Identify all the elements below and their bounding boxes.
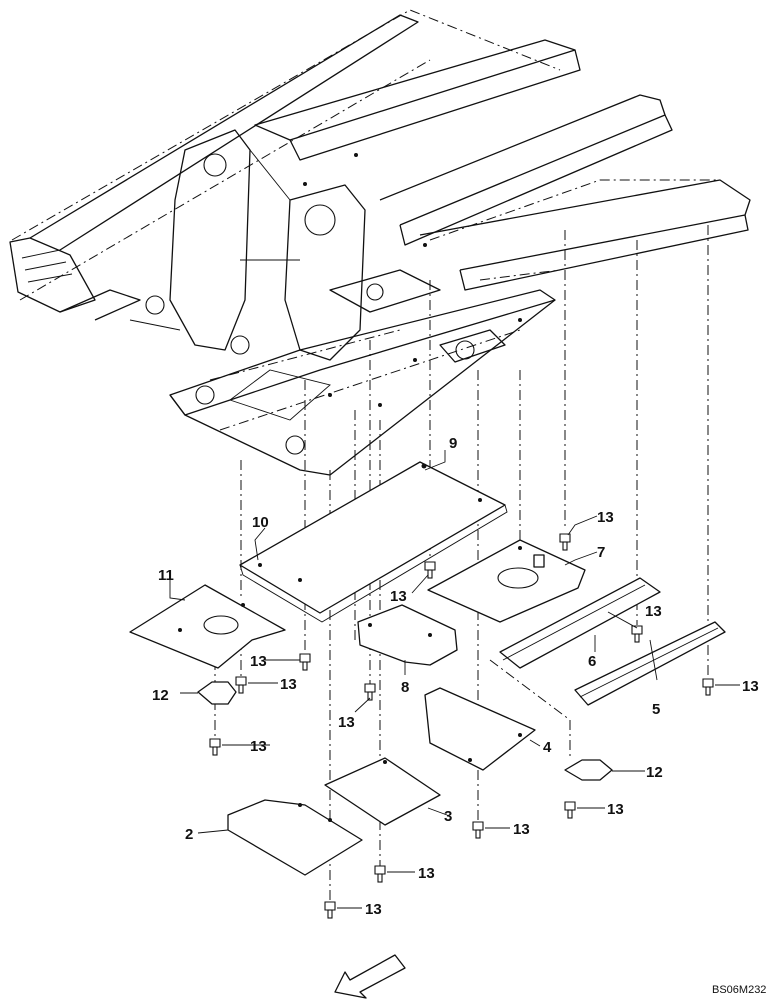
label-13-d: 13 [280, 676, 297, 693]
cover-plate-9-10 [239, 461, 508, 623]
label-13-f: 13 [742, 678, 759, 695]
cover-plate-11 [129, 584, 286, 669]
hex-bolt-icon [235, 676, 247, 694]
label-4: 4 [543, 739, 552, 756]
label-6: 6 [588, 653, 596, 670]
leader-lines [169, 450, 740, 909]
label-12-right: 12 [646, 764, 663, 781]
bolts [209, 533, 714, 919]
hex-bolt-icon [702, 678, 714, 696]
hex-bolt-icon [424, 561, 436, 579]
hex-bolt-icon [472, 821, 484, 839]
upper-frame [9, 9, 751, 476]
label-9: 9 [449, 435, 457, 452]
cover-plate-2 [227, 799, 363, 876]
hex-bolt-icon [559, 533, 571, 551]
cover-plate-7 [427, 539, 586, 623]
label-5: 5 [652, 701, 660, 718]
label-2: 2 [185, 826, 193, 843]
lid-12-left [197, 681, 237, 705]
cover-plate-4 [424, 687, 536, 771]
label-13-l: 13 [365, 901, 382, 918]
hex-bolt-icon [364, 683, 376, 701]
hex-bolt-icon [564, 801, 576, 819]
cover-plate-8 [357, 604, 458, 666]
label-13-j: 13 [513, 821, 530, 838]
hex-bolt-icon [374, 865, 386, 883]
label-13-e: 13 [645, 603, 662, 620]
hex-bolt-icon [209, 738, 221, 756]
label-13-b: 13 [390, 588, 407, 605]
front-direction-arrow-icon [334, 954, 406, 999]
label-13-c: 13 [250, 653, 267, 670]
label-3: 3 [444, 808, 452, 825]
label-10: 10 [252, 514, 269, 531]
part-labels: 9 10 11 12 13 7 13 13 13 13 6 13 8 13 5 … [152, 435, 759, 918]
label-13-k: 13 [418, 865, 435, 882]
label-13-h: 13 [250, 738, 267, 755]
lid-12-right [564, 759, 613, 781]
label-8: 8 [401, 679, 409, 696]
hex-bolt-icon [324, 901, 336, 919]
label-13-a: 13 [597, 509, 614, 526]
strip-plate-6 [499, 577, 661, 669]
label-13-i: 13 [607, 801, 624, 818]
strip-plate-5 [574, 621, 726, 706]
drawing-code: BS06M232 [712, 984, 766, 996]
hex-bolt-icon [299, 653, 311, 671]
label-12-left: 12 [152, 687, 169, 704]
label-11: 11 [158, 567, 174, 584]
hex-bolt-icon [631, 625, 643, 643]
cover-plate-3 [324, 757, 441, 826]
label-13-g: 13 [338, 714, 355, 731]
label-7: 7 [597, 544, 605, 561]
